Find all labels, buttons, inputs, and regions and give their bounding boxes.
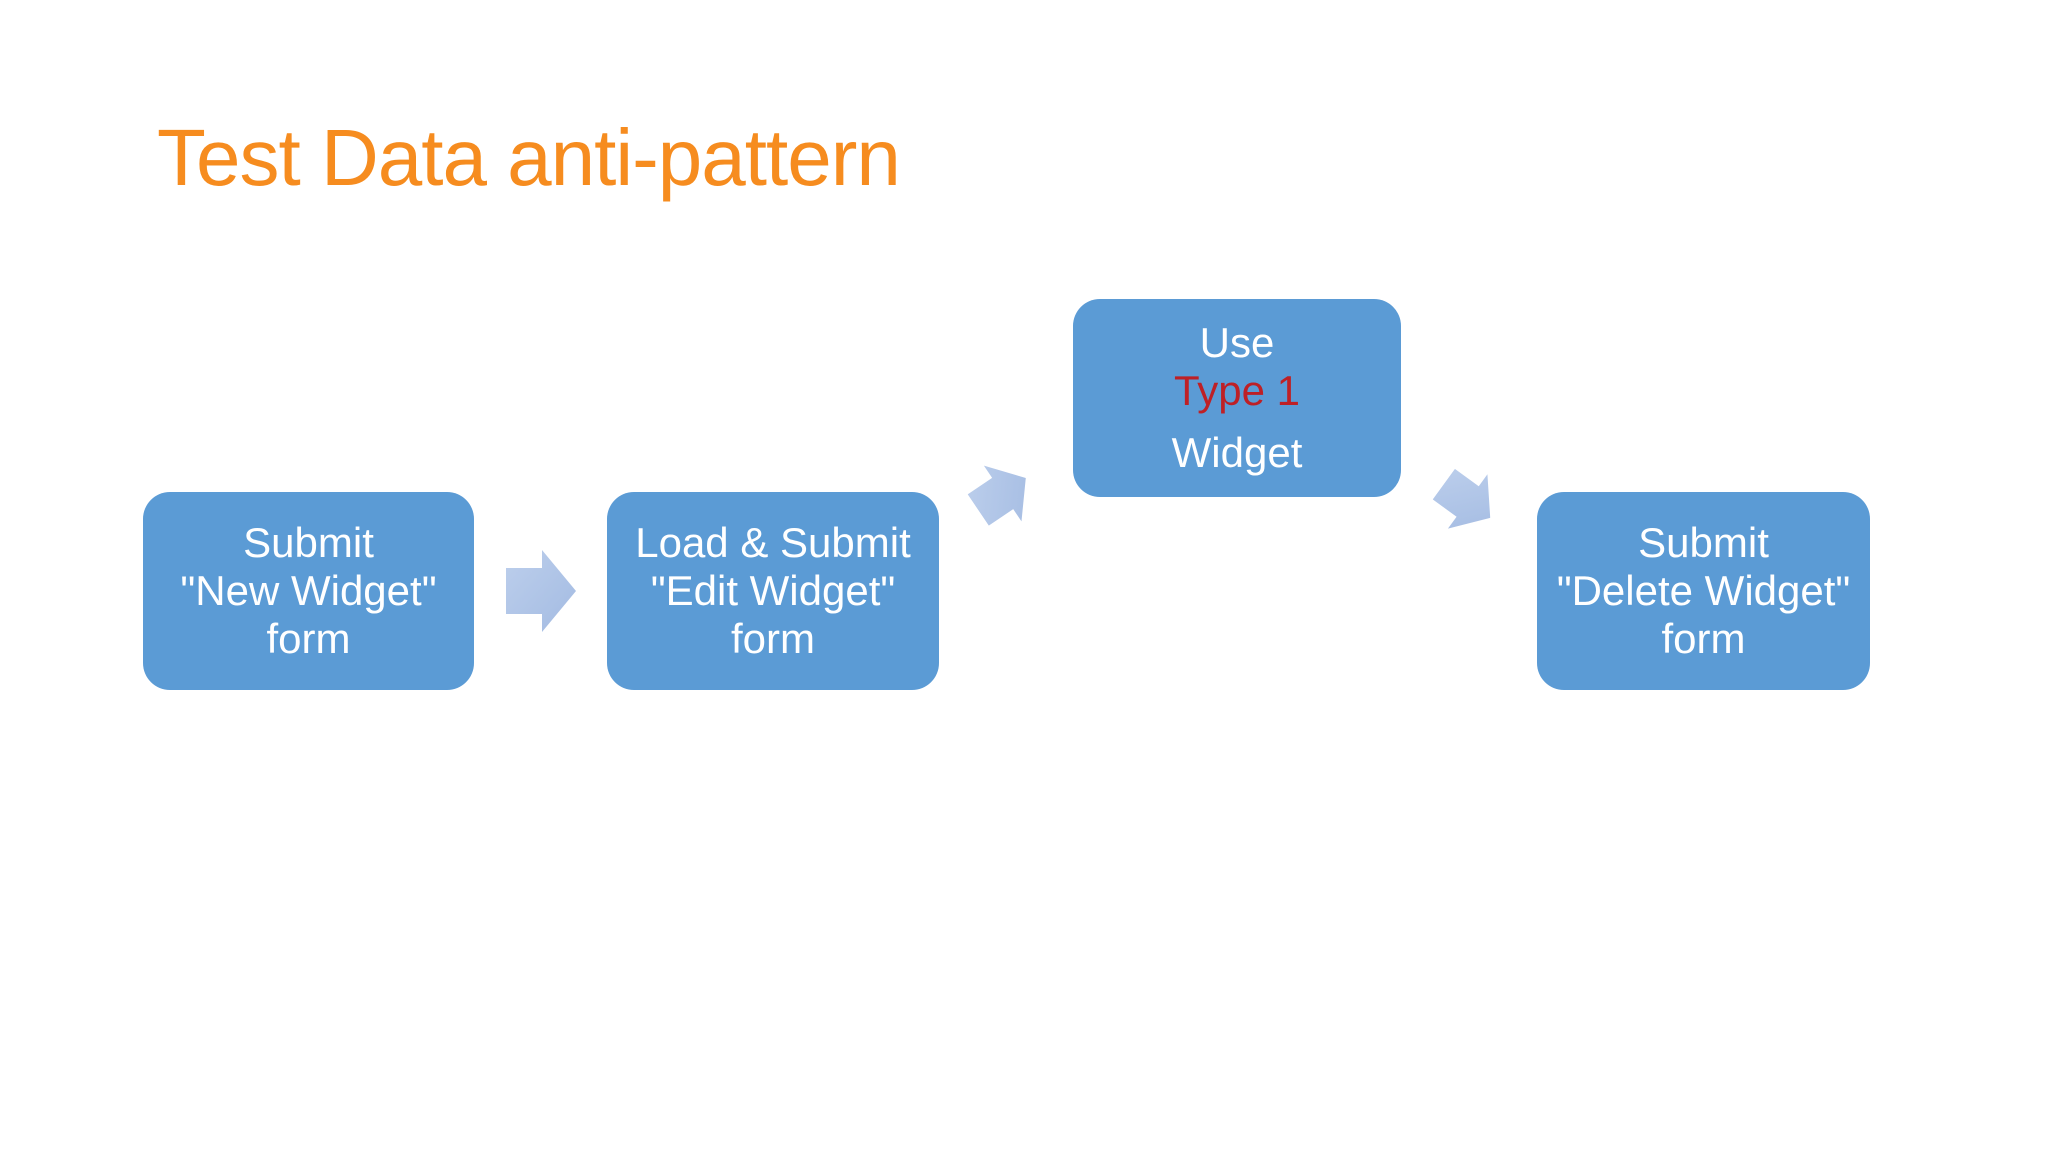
step-line: Load & Submit <box>635 519 911 566</box>
arrow-right-icon <box>506 550 576 632</box>
flow-step-submit-new-widget: Submit "New Widget" form <box>143 492 474 690</box>
step-line: Widget <box>1171 429 1303 476</box>
page-title: Test Data anti-pattern <box>157 113 901 202</box>
step-line: form <box>731 615 815 662</box>
step-line: Submit <box>243 519 374 566</box>
arrow-down-right-icon <box>1432 468 1491 529</box>
flow-step-load-submit-edit-widget: Load & Submit "Edit Widget" form <box>607 492 939 690</box>
step-line: form <box>1661 615 1746 662</box>
step-line: form <box>266 615 351 662</box>
flow-step-submit-delete-widget: Submit "Delete Widget" form <box>1537 492 1870 690</box>
step-line-highlight: Type 1 <box>1173 367 1301 414</box>
step-line: "Edit Widget" <box>650 567 896 614</box>
step-line: Submit <box>1638 519 1769 566</box>
step-line: Use <box>1199 319 1275 366</box>
flow-step-use-type-1-widget: Use Type 1 Widget <box>1073 299 1401 497</box>
step-line: "New Widget" <box>180 567 437 614</box>
arrow-up-right-icon <box>967 465 1026 526</box>
step-line: "Delete Widget" <box>1556 567 1851 614</box>
